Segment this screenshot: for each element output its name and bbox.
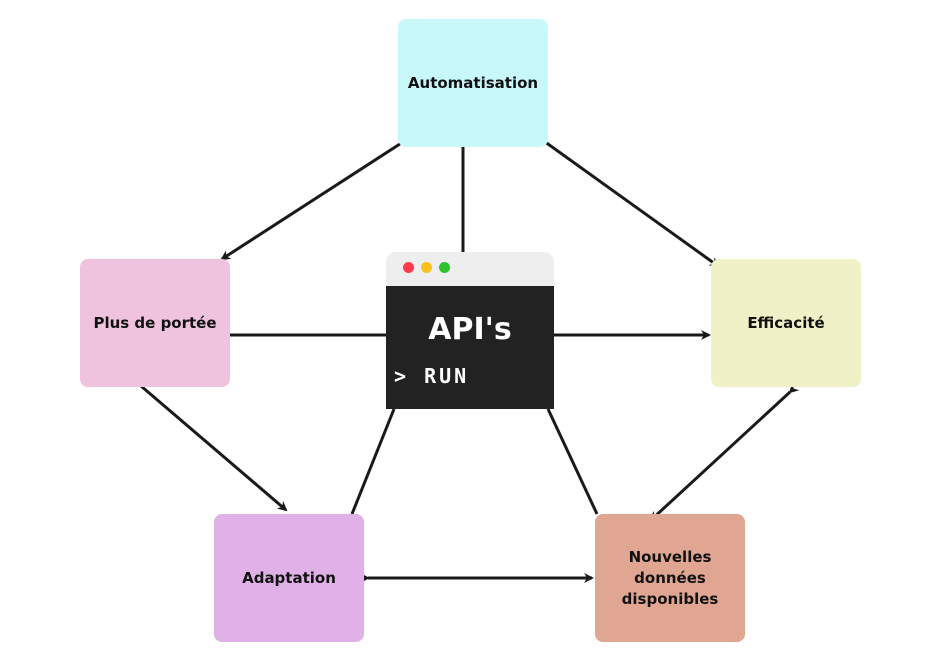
node-portee-label: Plus de portée (93, 313, 217, 332)
node-nouvelles-label-line1: Nouvelles données (628, 547, 712, 587)
node-adaptation: Adaptation (214, 514, 364, 642)
node-nouvelles-label-line2: disponibles (621, 589, 719, 608)
node-automatisation: Automatisation (398, 19, 548, 147)
node-adaptation-label: Adaptation (242, 568, 336, 587)
terminal-body: API's > RUN (386, 286, 554, 409)
minimize-dot-icon (421, 262, 432, 273)
spoke-to-adaptation (350, 408, 396, 515)
run-command: > RUN (394, 364, 470, 388)
node-efficacite-label: Efficacité (747, 313, 825, 332)
api-title: API's (428, 312, 512, 347)
arrow-efficacite-nouvelles (649, 382, 800, 522)
spoke-to-nouvelles (546, 408, 599, 515)
terminal-titlebar (386, 252, 554, 286)
arrow-automatisation-efficacite (531, 130, 720, 268)
api-terminal-window: API's > RUN (386, 252, 554, 409)
arrow-automatisation-portee (220, 133, 413, 261)
node-efficacite: Efficacité (711, 259, 861, 387)
node-plus-de-portee: Plus de portée (80, 259, 230, 387)
node-nouvelles-donnees: Nouvelles données disponibles (595, 514, 745, 642)
node-automatisation-label: Automatisation (407, 73, 539, 92)
close-dot-icon (403, 262, 414, 273)
maximize-dot-icon (439, 262, 450, 273)
arrow-portee-adaptation (131, 377, 288, 512)
